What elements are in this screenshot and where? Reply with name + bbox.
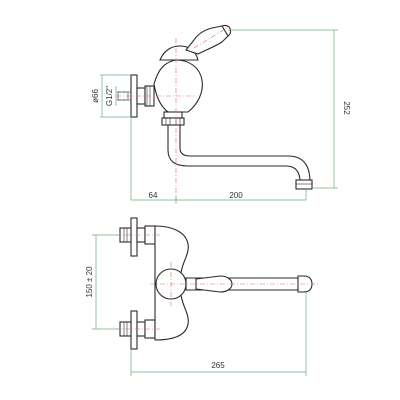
dimension-horizontal: 64 200 — [130, 117, 307, 204]
top-view: 150 ± 20 265 — [85, 217, 318, 376]
dimension-centres-label: 150 ± 20 — [85, 266, 94, 298]
dimension-diameter: ø66 — [91, 74, 131, 118]
mixer-body — [153, 45, 203, 126]
dimension-length: 265 — [130, 292, 307, 376]
dimension-centres: 150 ± 20 — [85, 234, 120, 330]
side-view: ø66 G1/2" 252 64 200 — [91, 24, 351, 204]
dimension-height: 252 — [228, 29, 351, 189]
mixer-body-top — [154, 225, 189, 341]
dimension-thread: G1/2" — [105, 86, 118, 106]
dimension-reach-label: 200 — [229, 191, 243, 200]
lever-handle — [185, 24, 232, 55]
dimension-thread-label: G1/2" — [105, 86, 114, 106]
lower-inlet — [119, 310, 156, 350]
dimension-wall-offset-label: 64 — [149, 191, 158, 200]
dimension-height-label: 252 — [342, 101, 351, 115]
dimension-diameter-label: ø66 — [91, 89, 100, 103]
upper-inlet — [119, 217, 156, 257]
spout — [167, 125, 313, 190]
dimension-length-label: 265 — [211, 361, 225, 370]
